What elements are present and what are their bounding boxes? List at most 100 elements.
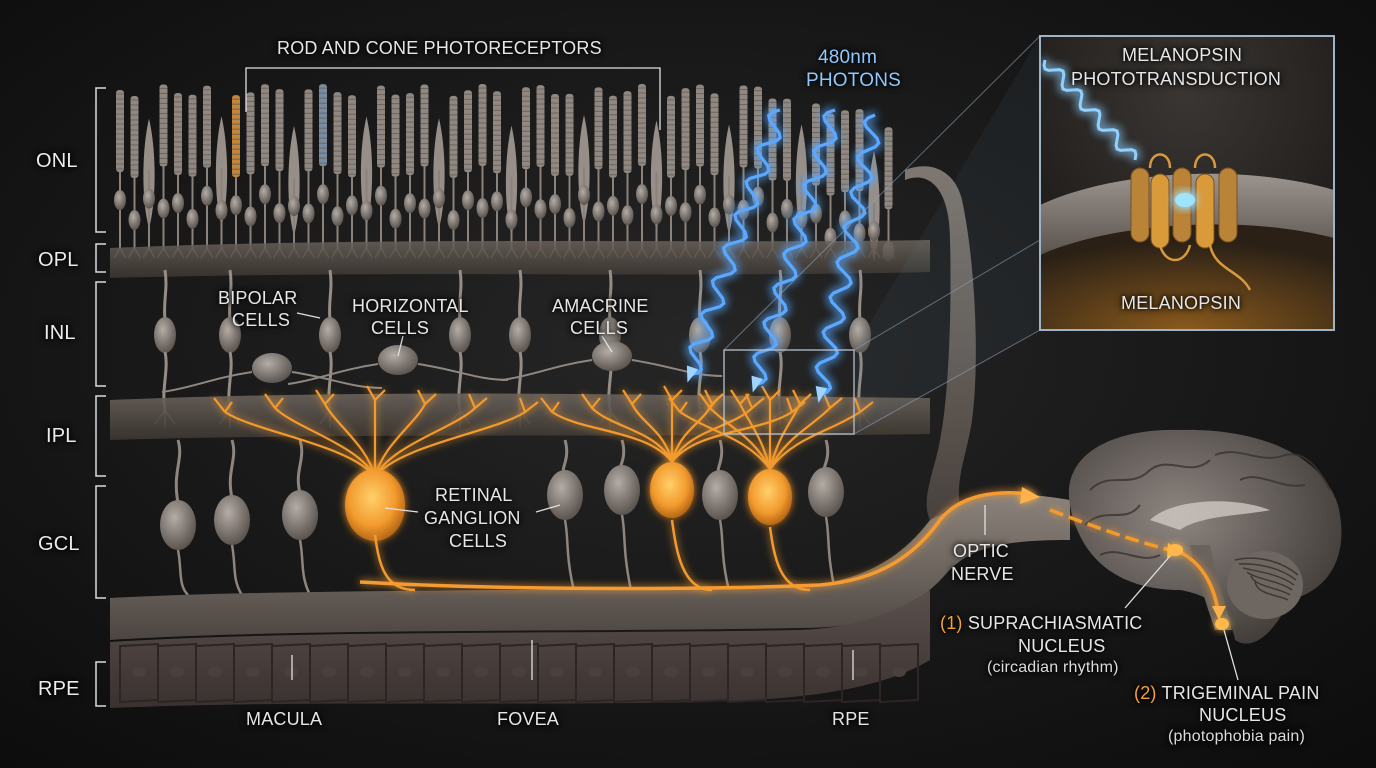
- horizontal-label-2: CELLS: [371, 318, 430, 338]
- protein-helix: [1195, 173, 1215, 249]
- cerebellum-fold: [1242, 567, 1295, 586]
- iprgc-cell: [213, 385, 539, 592]
- trigeminal-label-1: (2) TRIGEMINAL PAIN: [1134, 682, 1320, 704]
- gyrus-line: [1084, 504, 1141, 526]
- scn-label-1: (1) SUPRACHIASMATIC: [940, 612, 1143, 634]
- trigeminal-note: (photophobia pain): [1168, 728, 1306, 745]
- macula-label: MACULA: [246, 709, 323, 729]
- photon-wavelength: 480nm: [818, 47, 878, 68]
- inset-protein-label: MELANOPSIN: [1121, 293, 1242, 313]
- rpe-nucleus: [740, 667, 754, 677]
- gyrus-line: [1099, 551, 1161, 559]
- inset-title-1: MELANOPSIN: [1122, 45, 1243, 65]
- rpe-nucleus: [474, 667, 488, 677]
- iprgc-axon: [359, 491, 1031, 591]
- optic-nerve-label-2: NERVE: [951, 564, 1014, 584]
- scn-label-2: NUCLEUS: [1018, 636, 1106, 656]
- grey-ganglion-cell: [214, 439, 250, 596]
- cerebellum-fold: [1246, 571, 1293, 591]
- rpe-nucleus: [360, 667, 374, 677]
- rod-cell: [664, 95, 678, 259]
- trigeminal-label-2: NUCLEUS: [1199, 705, 1287, 725]
- pathway-to-trigeminal: [1179, 550, 1220, 613]
- iprgc-cell: [668, 385, 874, 592]
- ganglion-label-1: RETINAL: [435, 485, 513, 505]
- cerebellum-fold: [1250, 575, 1291, 596]
- rpe-nucleus: [284, 667, 298, 677]
- chromophore-glow: [1175, 193, 1195, 207]
- rod-cell: [591, 87, 606, 259]
- cone-cell: [287, 125, 301, 259]
- rod-cell: [606, 95, 620, 259]
- trigeminal-name: TRIGEMINAL PAIN: [1161, 683, 1320, 703]
- scn-leader: [1124, 555, 1171, 609]
- ganglion-leader-left: [384, 507, 419, 513]
- cone-cell: [432, 118, 446, 259]
- brain-gyri: [1084, 451, 1331, 559]
- layer-label-ipl: IPL: [46, 425, 77, 447]
- zoom-callout-box: [723, 349, 855, 435]
- grey-ganglion-cell: [604, 439, 640, 596]
- layer-label-gcl: GCL: [38, 533, 80, 555]
- rod-cell: [620, 91, 635, 259]
- horizontal-amacrine-cell: [501, 341, 723, 381]
- rpe-nucleus: [436, 667, 450, 677]
- ganglion-label-3: CELLS: [449, 531, 508, 551]
- layer-label-rpe: RPE: [38, 678, 80, 700]
- bracket-inl: [95, 281, 106, 387]
- bracket-rpe: [95, 661, 106, 707]
- cerebellum-folia: [1234, 557, 1299, 601]
- photon-arrowhead: [815, 385, 828, 403]
- inset-title-2: PHOTOTRANSDUCTION: [1071, 69, 1282, 89]
- grey-ganglion-cell: [547, 439, 583, 596]
- rpe-bottom-label: RPE: [832, 709, 870, 729]
- trigeminal-leader: [1223, 629, 1239, 681]
- horizontal-label-1: HORIZONTAL: [352, 296, 469, 316]
- rod-cell: [403, 93, 417, 259]
- horizontal-amacrine-cell: [161, 353, 383, 393]
- rpe-nucleus: [246, 667, 260, 677]
- zoom-cone: [854, 36, 1040, 434]
- rpe-cells: [119, 642, 919, 704]
- layer-label-opl: OPL: [38, 249, 79, 271]
- photon-wave: [752, 108, 838, 387]
- inset-border: [1039, 35, 1335, 331]
- fovea-label: FOVEA: [497, 709, 560, 729]
- inset-cytoplasm: [1040, 218, 1334, 330]
- scn-node: [1167, 544, 1183, 556]
- photon-arrowhead: [751, 375, 763, 393]
- rod-cell: [301, 89, 316, 259]
- optic-fiber-bundle: [905, 166, 976, 520]
- optic-nerve-label-1: OPTIC: [953, 541, 1010, 561]
- horizontal-leader: [397, 335, 404, 357]
- rpe-nucleus: [854, 667, 868, 677]
- ganglion-label-2: GANGLION: [424, 508, 521, 528]
- photon-arrowhead: [686, 365, 699, 383]
- grey-ganglion-cell: [282, 439, 318, 596]
- melanopsin-protein: [1130, 153, 1252, 291]
- rpe-nucleus: [816, 667, 830, 677]
- rpe-nucleus: [892, 667, 906, 677]
- rod-cell: [388, 94, 403, 259]
- trigeminal-node: [1215, 618, 1229, 630]
- protein-helix: [1150, 173, 1170, 249]
- rod-cell: [374, 85, 388, 259]
- rod-cell: [852, 109, 867, 259]
- iprgc-cells: [213, 385, 1031, 592]
- gyrus-line: [1239, 476, 1306, 487]
- rpe-nucleus: [664, 667, 678, 677]
- rod-cell: [171, 92, 185, 259]
- bracket-gcl: [95, 485, 106, 599]
- rod-cell: [272, 89, 287, 259]
- rpe-nucleus: [778, 667, 792, 677]
- rod-cell: [461, 90, 475, 259]
- bipolar-label-1: BIPOLAR: [218, 288, 298, 308]
- cone-cell: [142, 118, 156, 259]
- rpe-nucleus: [208, 667, 222, 677]
- scn-note: (circadian rhythm): [987, 659, 1119, 676]
- ganglion-leader-right: [535, 504, 561, 513]
- rod-cell: [243, 92, 258, 259]
- rpe-nucleus: [398, 667, 412, 677]
- amacrine-leader: [601, 335, 613, 353]
